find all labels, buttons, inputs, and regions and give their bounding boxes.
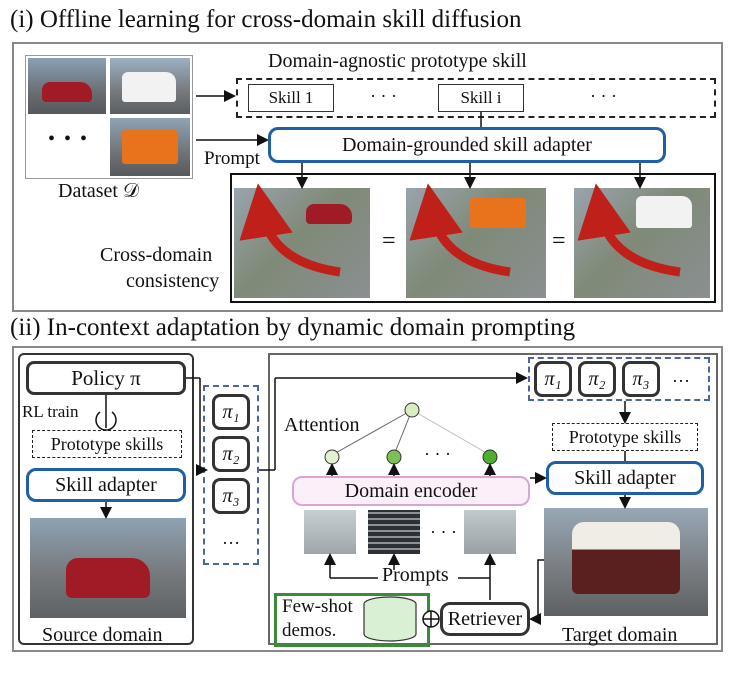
source-block [18,353,194,645]
attention-label: Attention [284,414,360,436]
arrow-prompts-to-thumb3 [458,553,496,579]
rl-train-loop-icon [95,411,117,431]
attention-node-3 [482,449,498,465]
prototype-skill-container [236,78,716,118]
trajectory-arrow-3 [577,183,681,277]
retriever-box: Retriever [440,602,530,636]
consistency-label-line2: consistency [126,270,220,292]
skill-i-box: Skill i [438,84,524,112]
policy-box: Policy π [26,361,186,395]
equals-1: = [382,228,396,254]
pi-item-ellipsis: … [222,528,240,548]
source-domain-image [30,518,186,618]
pi-item-1: π₁ [212,394,250,430]
attention-edge-1 [331,409,413,456]
rl-train-label: RL train [22,402,79,421]
consistency-label-line1: Cross-domain [100,244,213,266]
few-shot-line2: demos. [282,620,337,641]
attention-node-2 [386,449,402,465]
equals-2: = [552,228,566,254]
target-domain-image [544,508,708,616]
prompt-thumb-1 [304,510,356,554]
skill-adapter-box: Skill adapter [26,468,186,502]
prompt-label: Prompt [204,148,260,169]
dataset-label: Dataset 𝒟 [58,180,139,202]
prompt-thumb-3 [464,510,516,554]
skill-ellipsis-1: · · · [370,86,397,106]
section1-title: (i) Offline learning for cross-domain sk… [10,6,522,33]
arrow-target-to-retriever [529,559,544,625]
skill-adapter-right-box: Skill adapter [546,461,704,495]
target-policy-row [528,357,710,401]
dataset-image-orange-truck [110,118,190,176]
domain-encoder-box: Domain encoder [292,476,530,506]
prompt-ellipsis: · · · [430,522,457,542]
pi-top-1: π₁ [534,361,572,397]
node-ellipsis: · · · [424,444,451,464]
database-icon [363,604,417,642]
source-domain-label: Source domain [42,624,163,646]
prompt-thumb-2 [368,510,420,554]
section2-title: (ii) In-context adaptation by dynamic do… [10,314,576,341]
skill-1-box: Skill 1 [248,84,334,112]
prompts-label: Prompts [382,564,449,586]
attention-edge-2 [393,409,413,456]
domain-grounded-adapter-box: Domain-grounded skill adapter [268,127,666,163]
dataset-image-white-van [110,58,190,114]
section2-panel [12,346,723,652]
few-shot-line1: Few-shot [282,596,353,617]
trajectory-arrow-2 [409,183,511,277]
adaptation-block [268,353,718,645]
section1-panel [12,42,723,312]
attention-node-1 [324,449,340,465]
dataset-ellipsis: • • • [48,128,90,150]
attention-top-node [404,402,420,418]
attention-edge-3 [411,409,491,456]
target-domain-label: Target domain [562,624,678,646]
trajectory-arrow-1 [239,183,341,277]
dataset-frame [25,55,193,179]
pi-item-3: π₃ [212,478,250,514]
pi-top-2: π₂ [578,361,616,397]
dataset-image-red-car [28,58,106,114]
pi-item-2: π₂ [212,436,250,472]
pi-top-ellipsis: … [672,366,690,386]
skill-ellipsis-2: · · · [590,86,617,106]
pi-top-3: π₃ [622,361,660,397]
prototype-skill-title: Domain-agnostic prototype skill [268,50,527,72]
consistency-frame [230,173,716,303]
